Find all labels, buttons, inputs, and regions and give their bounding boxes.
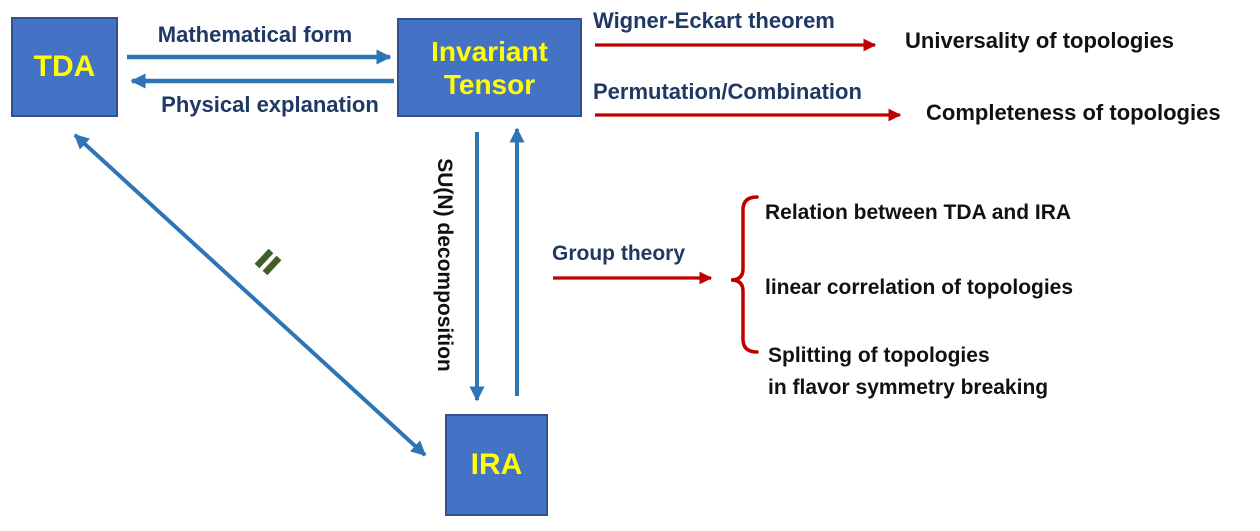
node-invariant-tensor-label-line2: Tensor <box>443 68 536 100</box>
arrow-tda-ira-double <box>73 133 427 457</box>
node-invariant-tensor-label-line1: Invariant <box>431 35 548 67</box>
equivalence-equals-icon <box>254 248 282 276</box>
label-permutation-combination: Permutation/Combination <box>593 79 862 104</box>
result-linear-correlation: linear correlation of topologies <box>765 276 1074 299</box>
result-relation-tda-ira: Relation between TDA and IRA <box>765 201 1072 224</box>
outcome-universality-of-topologies: Universality of topologies <box>905 28 1174 53</box>
label-mathematical-form: Mathematical form <box>157 22 353 47</box>
label-physical-explanation: Physical explanation <box>161 92 379 117</box>
label-group-theory: Group theory <box>552 242 686 265</box>
result-splitting-line1: Splitting of topologies <box>768 344 990 367</box>
outcome-completeness-of-topologies: Completeness of topologies <box>926 100 1221 125</box>
curly-brace <box>730 195 759 354</box>
result-splitting-line2: in flavor symmetry breaking <box>768 376 1049 399</box>
label-wigner-eckart-theorem: Wigner-Eckart theorem <box>593 8 835 33</box>
node-ira-label: IRA <box>470 448 523 481</box>
node-ira: IRA <box>445 414 548 516</box>
node-tda: TDA <box>11 17 118 117</box>
label-sun-decomposition: SU(N) decomposition <box>433 158 456 372</box>
node-invariant-tensor: Invariant Tensor <box>397 18 582 117</box>
result-splitting-of-topologies: Splitting of topologies in flavor symmet… <box>768 340 1098 404</box>
node-tda-label: TDA <box>33 50 96 83</box>
